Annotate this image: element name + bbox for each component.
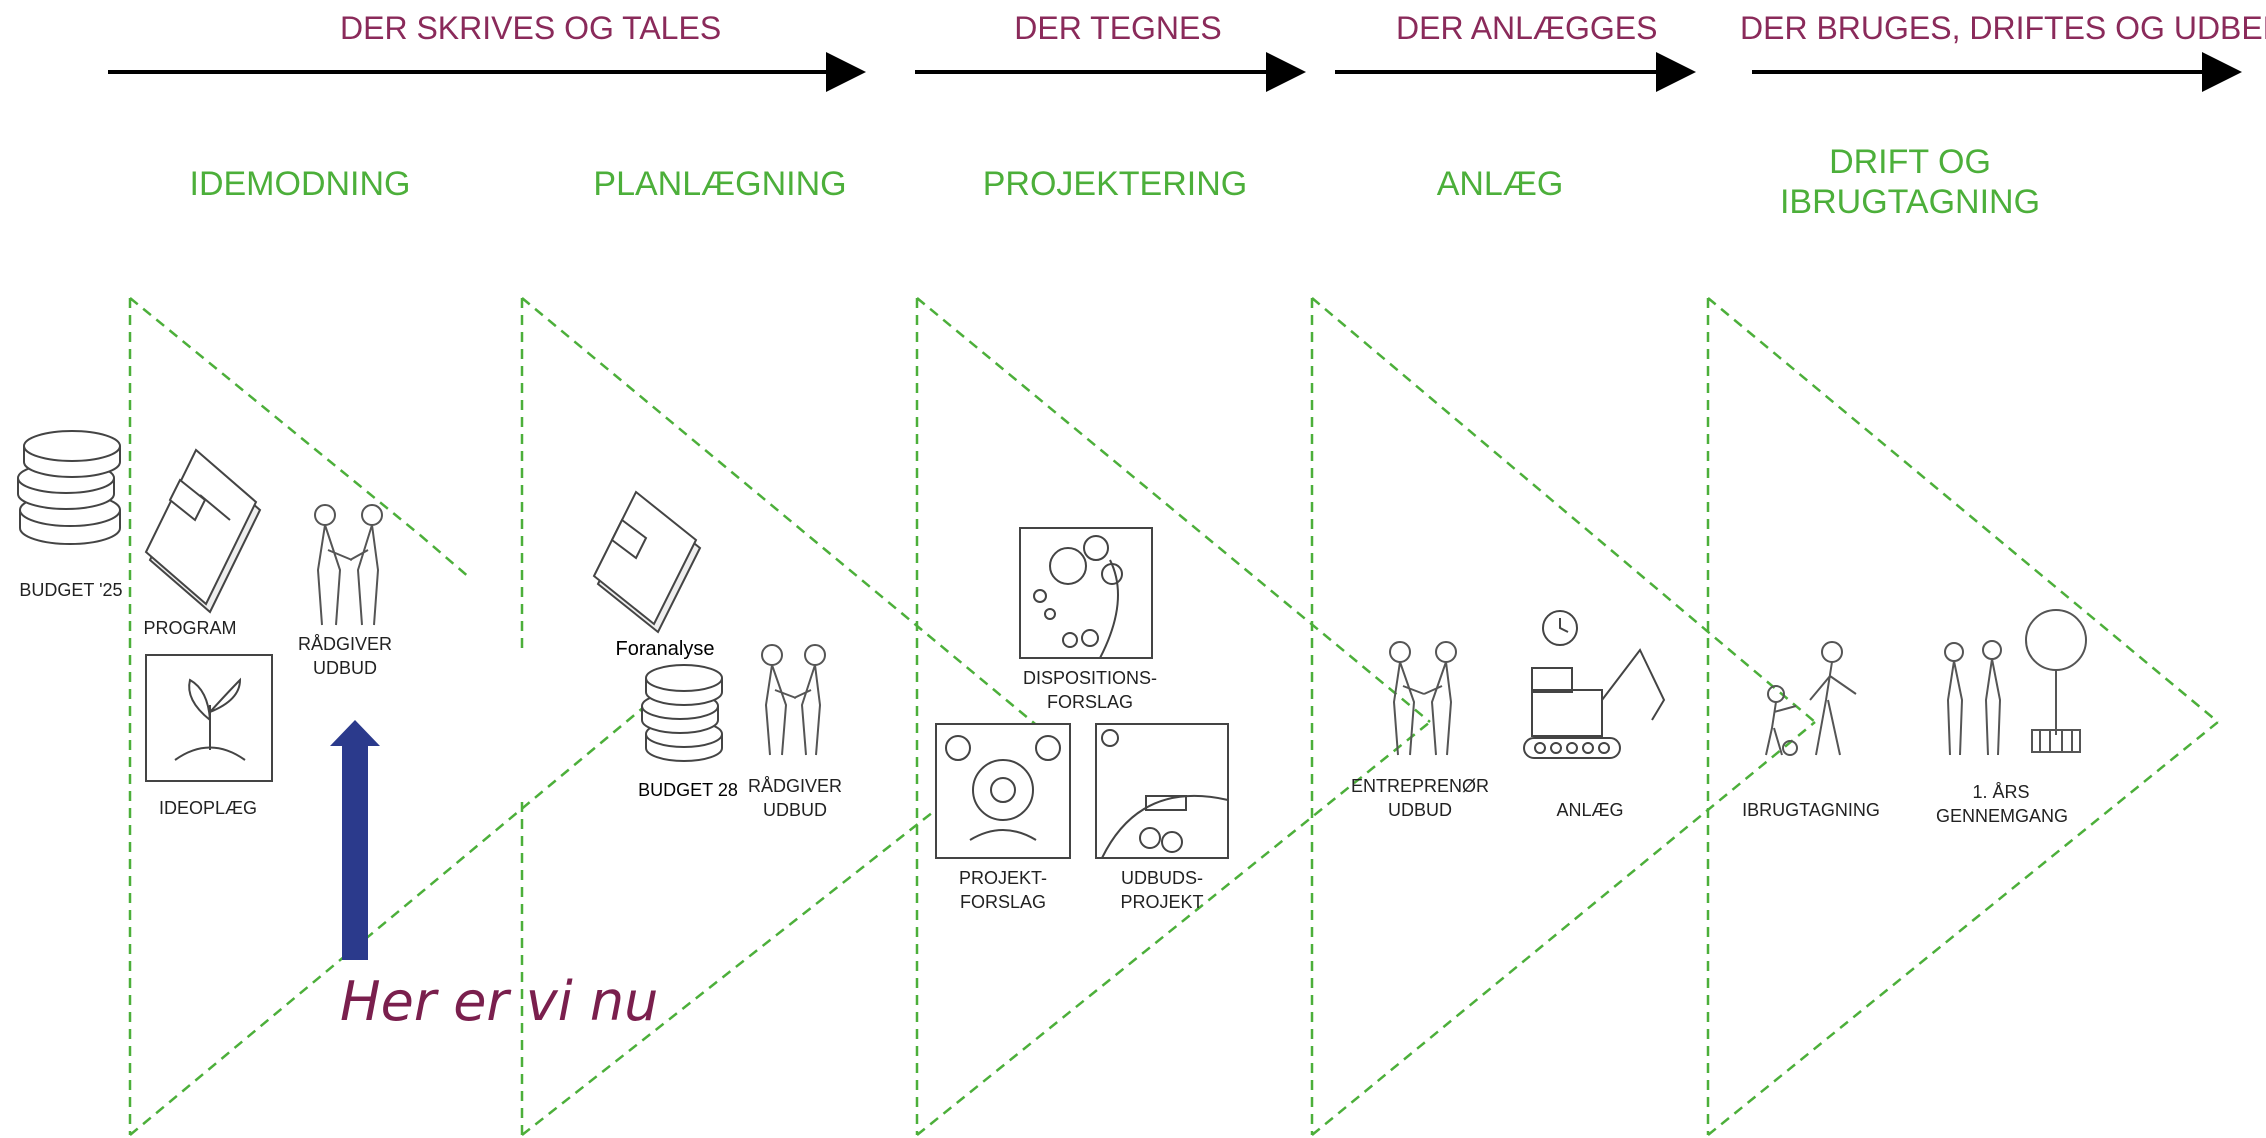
label-budget-28: BUDGET 28 [638,780,738,800]
label-ibrugtagning: IBRUGTAGNING [1742,800,1880,820]
phase-idemodning: IDEMODNING [189,165,411,203]
handshake-icon [314,504,383,626]
project-plan-icon [935,723,1071,859]
coins-icon-2 [641,664,723,762]
here-arrow [330,720,380,960]
label-raadgiver-udbud-1: RÅDGIVER UDBUD [297,634,393,678]
label-anlaeg: ANLÆG [1556,800,1624,820]
label-budget-25: BUDGET '25 [19,580,123,600]
phase-triangle-5 [1706,297,2219,1136]
phase-anlaeg: ANLÆG [1436,165,1564,203]
coins-icon [17,430,121,545]
phase-drift: DRIFT OG IBRUGTAGNING [1779,143,2041,221]
phase-triangle-1 [128,297,651,1136]
header-anlaegges: DER ANLÆGGES [1396,10,1658,46]
here-label: Her er vi nu [340,970,659,1033]
program-document-icon [144,448,262,614]
label-projektforslag: PROJEKT- FORSLAG [958,868,1047,912]
handshake-icon-2 [761,644,826,756]
label-aars-gennemgang: 1. ÅRS GENNEMGANG [1936,782,2069,826]
label-dispositionsforslag: DISPOSITIONS- FORSLAG [1022,668,1157,712]
phase-triangle-1-tail [419,534,471,579]
excavator-icon [1523,610,1666,759]
foranalyse-document-icon [592,490,702,634]
handshake-icon-3 [1389,641,1457,756]
sprout-icon [145,654,273,782]
label-entreprenoer-udbud: ENTREPRENØR UDBUD [1350,776,1489,820]
label-ideoplaeg: IDEOPLÆG [158,798,258,818]
people-playing-icon [1765,641,1857,756]
label-program: PROGRAM [143,618,237,638]
phase-triangle-3 [915,297,1431,1136]
inspection-tree-icon [1944,609,2087,756]
label-raadgiver-udbud-2: RÅDGIVER UDBUD [747,776,843,820]
phase-triangle-4 [1310,297,1816,1136]
tender-plan-icon [1095,723,1229,859]
header-skrives: DER SKRIVES OG TALES [340,10,722,46]
plan-drawing-icon [1019,527,1153,659]
header-bruges: DER BRUGES, DRIFTES OG UDBEDRES [1740,10,2266,46]
phase-projektering: PROJEKTERING [982,165,1248,203]
header-tegnes: DER TEGNES [1014,10,1222,46]
label-udbudsprojekt: UDBUDS- PROJEKT [1120,868,1204,912]
label-foranalyse: Foranalyse [615,638,715,660]
phase-planlaegning: PLANLÆGNING [593,165,847,203]
phase-triangle-2 [520,297,1041,1136]
